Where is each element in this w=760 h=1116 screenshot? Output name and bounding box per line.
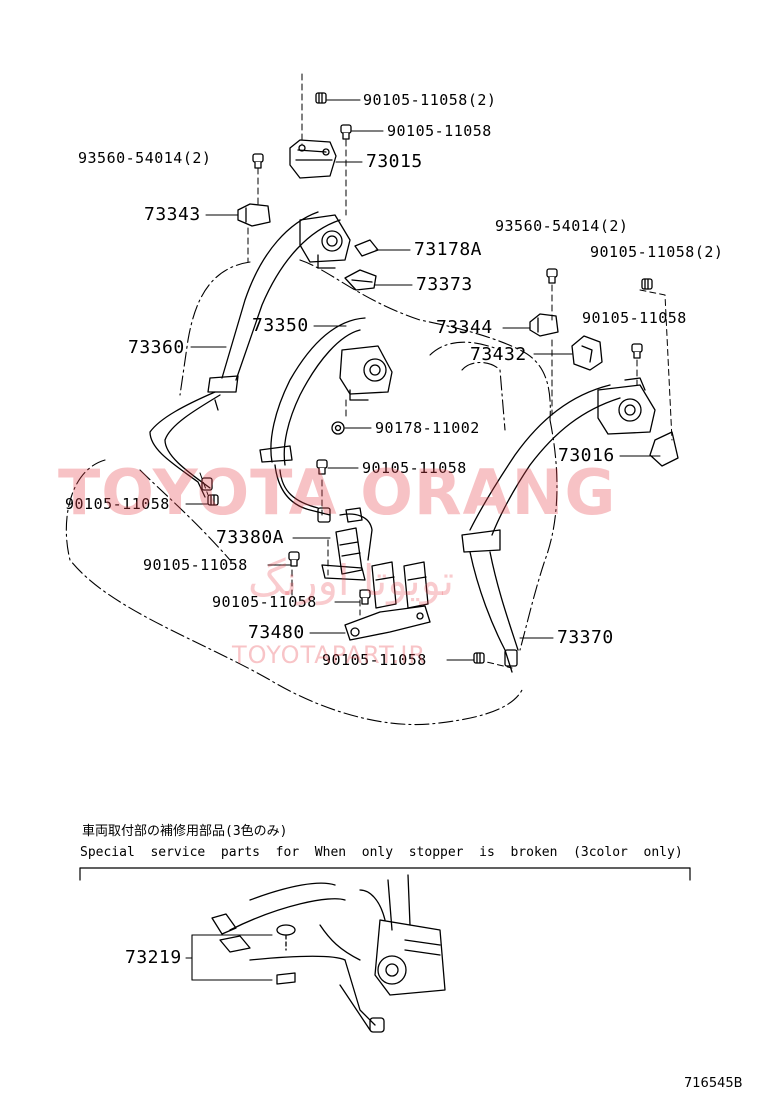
clip-icon xyxy=(276,924,296,985)
bolt-icon xyxy=(288,551,300,567)
retractor-left xyxy=(299,214,351,269)
dashed-leaders xyxy=(199,73,673,669)
label-screw-left: 93560-54014(2) xyxy=(78,149,212,167)
belt-73370 xyxy=(461,384,621,673)
retractor-right xyxy=(597,377,679,467)
note-japanese: 車両取付部の補修用部品(3色のみ) xyxy=(82,824,288,839)
label-nut: 90178-11002 xyxy=(375,419,480,437)
leader-lines xyxy=(185,99,661,661)
label-73178a: 73178A xyxy=(414,239,483,260)
bolt-icon xyxy=(359,589,371,605)
note-frame xyxy=(79,867,691,881)
label-bolt-right-top: 90105-11058(2) xyxy=(590,243,724,261)
bolt-icon xyxy=(631,343,643,359)
screw-icon xyxy=(252,153,264,169)
note-english: Special service parts for When only stop… xyxy=(80,845,683,860)
cover-73432 xyxy=(571,335,603,371)
bracket-73219 xyxy=(185,934,273,981)
buckle-73480 xyxy=(344,561,431,641)
belt-73350 xyxy=(259,317,366,523)
label-73380a: 73380A xyxy=(216,527,285,548)
seat-outline xyxy=(65,259,558,726)
label-73432: 73432 xyxy=(470,344,527,365)
bolt-icon xyxy=(207,494,219,506)
diagram-id: 716545B xyxy=(684,1076,743,1091)
cover-73344 xyxy=(529,313,559,337)
label-bolt-b: 90105-11058 xyxy=(387,122,492,140)
detail-drawing xyxy=(211,874,446,1033)
screw-icon xyxy=(546,268,558,284)
nut-icon xyxy=(331,421,345,435)
label-73219: 73219 xyxy=(125,947,182,968)
label-bolt-buckle2: 90105-11058 xyxy=(212,593,317,611)
label-73350: 73350 xyxy=(252,315,309,336)
label-bolt-buckle: 90105-11058 xyxy=(143,556,248,574)
label-73370: 73370 xyxy=(557,627,614,648)
label-screw-right: 93560-54014(2) xyxy=(495,217,629,235)
label-73344: 73344 xyxy=(436,317,493,338)
bolt-icon xyxy=(315,92,327,104)
label-bolt-bottom: 90105-11058 xyxy=(322,651,427,669)
bolt-icon xyxy=(316,459,328,475)
label-73480: 73480 xyxy=(248,622,305,643)
label-bolt-a: 90105-11058(2) xyxy=(363,91,497,109)
label-73373: 73373 xyxy=(416,274,473,295)
buckle-73380a xyxy=(321,507,373,581)
belt-73360 xyxy=(149,211,341,498)
label-73015: 73015 xyxy=(366,151,423,172)
bracket-73015 xyxy=(289,139,337,179)
label-73016: 73016 xyxy=(558,445,615,466)
label-bolt-center: 90105-11058 xyxy=(362,459,467,477)
retractor-center xyxy=(339,345,393,401)
fasteners xyxy=(207,92,653,664)
bolt-icon xyxy=(641,278,653,290)
pad-73178a xyxy=(354,239,379,257)
label-bolt-left: 90105-11058 xyxy=(65,495,170,513)
label-73360: 73360 xyxy=(128,337,185,358)
bolt-icon xyxy=(340,124,352,140)
label-73343: 73343 xyxy=(144,204,201,225)
cover-73373 xyxy=(344,269,377,291)
cover-73343 xyxy=(237,203,271,227)
label-bolt-right: 90105-11058 xyxy=(582,309,687,327)
bolt-icon xyxy=(473,652,485,664)
